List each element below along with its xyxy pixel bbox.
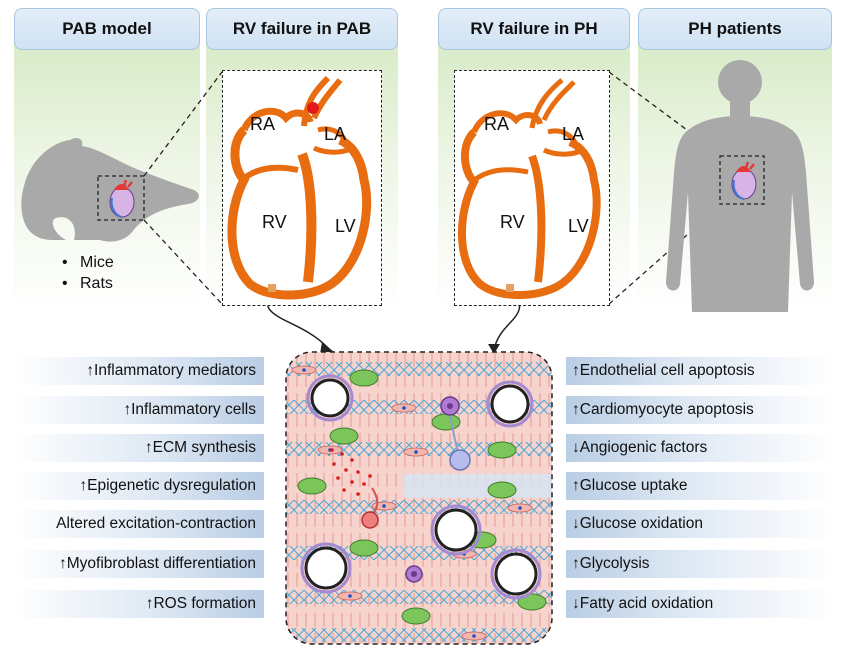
species-list: Mice Rats [62,252,114,294]
left-factor-7: ↑ROS formation [12,590,264,618]
right-factor-1: ↑Endothelial cell apoptosis [566,357,836,385]
right-factor-6: ↑Glycolysis [566,550,836,578]
right-factor-7: ↓Fatty acid oxidation [566,590,836,618]
ph-heart-box [454,70,610,306]
pab-heart-box [222,70,382,306]
header-rv-failure-ph: RV failure in PH [438,8,630,50]
left-factor-5: Altered excitation-contraction [12,510,264,538]
header-rv-failure-pab: RV failure in PAB [206,8,398,50]
ph-label-la: LA [562,124,585,144]
left-factor-2: ↑Inflammatory cells [12,396,264,424]
left-factor-6: ↑Myofibroblast differentiation [12,550,264,578]
pab-heart-diagram [227,75,372,300]
pab-label-rv: RV [262,212,287,232]
left-factor-4: ↑Epigenetic dysregulation [12,472,264,500]
right-factor-5: ↓Glucose oxidation [566,510,836,538]
ph-heart-diagram [457,78,601,299]
ph-label-rv: RV [500,212,525,232]
right-factor-2: ↑Cardiomyocyte apoptosis [566,396,836,424]
species-mice: Mice [62,252,114,273]
header-pab-model: PAB model [14,8,200,50]
pab-label-lv: LV [335,216,356,236]
right-factor-4: ↑Glucose uptake [566,472,836,500]
left-factor-1: ↑Inflammatory mediators [12,357,264,385]
header-ph-patients: PH patients [638,8,832,50]
species-rats: Rats [62,273,114,294]
ph-label-lv: LV [568,216,589,236]
left-factor-3: ↑ECM synthesis [12,434,264,462]
ph-label-ra: RA [484,114,510,134]
myocardial-tissue-illustration [285,351,553,645]
right-factor-3: ↓Angiogenic factors [566,434,836,462]
human-silhouette [666,60,814,312]
pab-label-la: LA [324,124,347,144]
pab-label-ra: RA [250,114,276,134]
mouse-silhouette [21,138,199,242]
